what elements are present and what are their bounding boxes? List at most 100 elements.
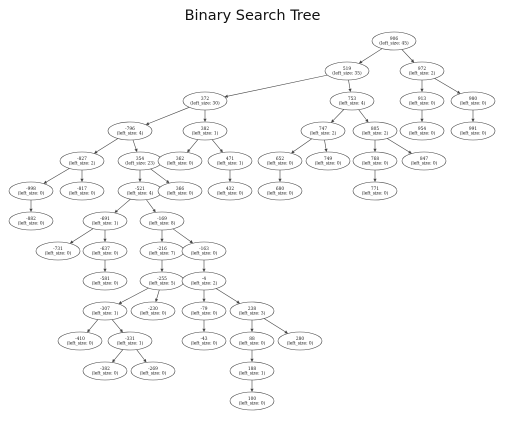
node-ellipse <box>59 181 105 201</box>
node-ellipse <box>450 91 496 111</box>
edge-arrowhead <box>69 240 74 244</box>
tree-node: -882(left_size: 0) <box>8 211 54 231</box>
edge-arrowhead <box>134 148 138 153</box>
edge-n972-n980 <box>434 78 458 93</box>
tree-node: 768(left_size: 0) <box>352 151 398 171</box>
node-left-size: (left_size: 3) <box>239 312 266 317</box>
edge-arrowhead <box>202 268 206 272</box>
node-key: -998 <box>26 187 36 192</box>
node-ellipse <box>82 241 128 261</box>
node-key: 362 <box>176 157 184 162</box>
node-left-size: (left_size: 0) <box>239 342 266 347</box>
node-key: 805 <box>371 127 379 132</box>
tree-node: 913(left_size: 0) <box>399 91 445 111</box>
tree-node: 680(left_size: 0) <box>257 181 303 201</box>
node-key: 432 <box>226 187 234 192</box>
node-key: 188 <box>248 367 256 372</box>
node-key: -216 <box>157 247 167 252</box>
node-left-size: (left_size: 0) <box>140 372 167 377</box>
node-left-size: (left_size: 0) <box>191 252 218 257</box>
node-key: -827 <box>77 157 87 162</box>
node-ellipse <box>181 301 227 321</box>
tree-node: -382(left_size: 0) <box>82 361 128 381</box>
edge-arrowhead <box>152 208 156 213</box>
tree-node: 280(left_size: 0) <box>277 331 323 351</box>
node-key: 100 <box>248 397 256 402</box>
edge-arrowhead <box>219 148 223 153</box>
edge-arrowhead <box>250 388 254 392</box>
tree-node: 362(left_size: 0) <box>157 151 203 171</box>
edge-arrowhead <box>373 178 377 182</box>
edge-n519-n753 <box>348 79 351 89</box>
edge-arrowhead <box>324 148 328 153</box>
tree-node: -581(left_size: 0) <box>82 271 128 291</box>
node-key: 238 <box>248 307 256 312</box>
tree-node: -43(left_size: 0) <box>181 331 227 351</box>
tree-node: 188(left_size: 1) <box>229 361 275 381</box>
node-left-size: (left_size: 0) <box>217 192 244 197</box>
edge-nm691-nm731 <box>72 228 94 242</box>
node-key: 366 <box>176 187 184 192</box>
node-key: -163 <box>199 247 209 252</box>
tree-node: 771(left_size: 0) <box>352 181 398 201</box>
tree-node: 652(left_size: 0) <box>257 151 303 171</box>
node-key: 382 <box>201 127 209 132</box>
node-ellipse <box>35 241 81 261</box>
node-key: 519 <box>343 67 351 72</box>
node-left-size: (left_size: 0) <box>267 192 294 197</box>
node-left-size: (left_size: 1) <box>92 312 119 317</box>
edge-n382-n471 <box>211 139 222 151</box>
node-left-size: (left_size: 0) <box>239 402 266 407</box>
node-left-size: (left_size: 0) <box>18 192 45 197</box>
tree-node: -521(left_size: 4) <box>117 181 163 201</box>
node-left-size: (left_size: 0) <box>167 162 194 167</box>
tree-node: 471(left_size: 1) <box>207 151 253 171</box>
edge-nm796-n354 <box>132 139 137 150</box>
node-left-size: (left_size: 0) <box>409 132 436 137</box>
node-key: 88 <box>249 337 255 342</box>
node-key: -307 <box>100 307 110 312</box>
node-left-size: (left_size: 0) <box>409 102 436 107</box>
node-ellipse <box>130 301 176 321</box>
node-ellipse <box>82 301 128 321</box>
edge-arrowhead <box>119 328 123 333</box>
tree-node: -410(left_size: 0) <box>57 331 103 351</box>
node-key: 972 <box>418 67 426 72</box>
edge-nm331-nm269 <box>136 349 145 361</box>
node-left-size: (left_size: 0) <box>191 312 218 317</box>
node-key: -882 <box>26 217 36 222</box>
tree-node: -691(left_size: 1) <box>82 211 128 231</box>
node-left-size: (left_size: 0) <box>411 162 438 167</box>
edge-arrowhead <box>112 358 116 363</box>
edge-nm255-nm307 <box>121 287 149 303</box>
node-ellipse <box>181 241 227 261</box>
edge-n906-n972 <box>401 49 413 61</box>
edge-arrowhead <box>189 240 194 244</box>
node-key: 747 <box>319 127 327 132</box>
edge-n753-n747 <box>333 109 345 121</box>
node-ellipse <box>107 121 153 141</box>
edge-arrowhead <box>471 118 475 122</box>
edge-arrowhead <box>228 178 232 182</box>
node-left-size: (left_size: 7) <box>149 252 176 257</box>
node-key: 771 <box>371 187 379 192</box>
node-left-size: (left_size: 0) <box>45 252 72 257</box>
node-key: 906 <box>390 37 398 42</box>
node-left-size: (left_size: 0) <box>315 162 342 167</box>
node-ellipse <box>139 211 185 231</box>
node-left-size: (left_size: 8) <box>149 222 176 227</box>
edge-nm796-nm827 <box>96 138 119 153</box>
node-left-size: (left_size: 0) <box>362 192 389 197</box>
edge-arrowhead <box>103 268 107 272</box>
node-ellipse <box>329 91 375 111</box>
node-key: 991 <box>469 127 477 132</box>
edge-arrowhead <box>103 238 107 242</box>
nodes-layer: 906(left_size: 45)519(left_size: 35)972(… <box>8 31 496 411</box>
edge-arrowhead <box>250 358 254 362</box>
node-key: -637 <box>100 247 110 252</box>
edge-arrowhead <box>138 178 142 182</box>
node-ellipse <box>157 181 203 201</box>
node-ellipse <box>130 361 176 381</box>
node-key: -796 <box>125 127 135 132</box>
node-ellipse <box>182 121 228 141</box>
